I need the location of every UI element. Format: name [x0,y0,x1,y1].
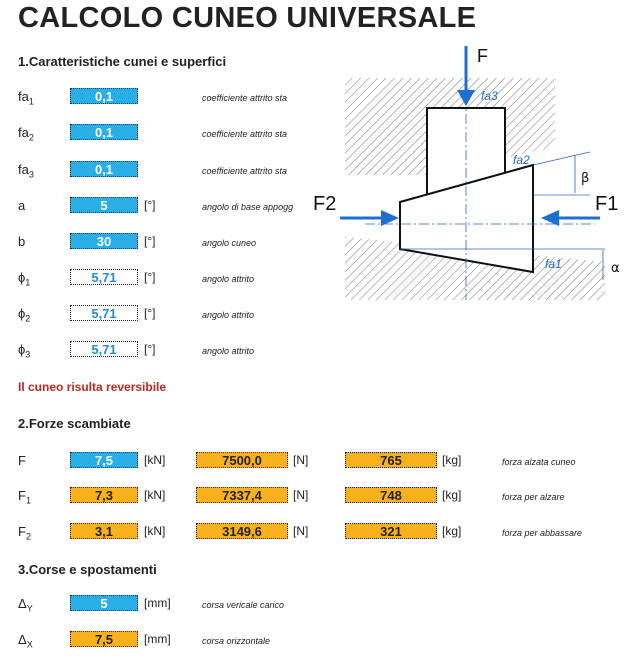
upper-support [345,78,555,175]
reversibility-status: Il cuneo risulta reversibile [18,380,167,394]
force-kn-output: 7,3 [70,487,138,503]
param-output-phi3: 5,71 [70,341,138,357]
param-unit: [°] [144,342,156,356]
force-label: F1 [18,488,31,506]
force-description: forza alzata cuneo [502,457,576,467]
section-heading-wedge-characteristics: 1.Caratteristiche cunei e superfici [18,54,227,69]
force-n-output: 7500,0 [196,452,288,468]
force-label: F [18,453,26,468]
force-kn-unit: [kN] [144,453,166,467]
force-kn-unit: [kN] [144,488,166,502]
lower-support [345,237,605,300]
param-description: angolo attrito [202,346,255,356]
param-label: b [18,234,26,249]
force-n-output: 7337,4 [196,487,288,503]
stroke-output-dx: 7,5 [70,631,138,647]
wedge [399,163,534,274]
label-f2: F2 [313,193,336,215]
force-kn-unit: [kN] [144,524,166,538]
param-output-phi1: 5,71 [70,269,138,285]
force-n-output: 3149,6 [196,523,288,539]
label-alpha: α [611,261,620,276]
force-description: forza per abbassare [502,528,583,538]
stroke-label: ΔY [18,596,33,614]
param-input-b[interactable]: 30 [70,233,138,249]
force-n-unit: [N] [293,453,309,467]
param-label: fa3 [18,162,34,180]
stroke-unit: [mm] [144,632,171,646]
param-label: ϕ1 [18,270,31,288]
param-input-fa3[interactable]: 0,1 [70,161,138,177]
stroke-description: corsa vericale carico [202,600,285,610]
force-kn-input[interactable]: 7,5 [70,452,138,468]
page-title: CALCOLO CUNEO UNIVERSALE [18,2,477,34]
force-description: forza per alzare [502,492,565,502]
stroke-description: corsa orizzontale [202,636,271,646]
param-description: angolo di base appogg [202,202,294,212]
label-f1: F1 [595,193,618,215]
param-label: fa2 [18,125,34,143]
param-unit: [°] [144,234,156,248]
force-f-arrowhead [457,90,475,106]
param-unit: [°] [144,306,156,320]
force-kg-output: 765 [345,452,437,468]
force-kn-output: 3,1 [70,523,138,539]
label-f: F [477,46,488,66]
force-f1-arrowhead [541,210,559,226]
stroke-unit: [mm] [144,596,171,610]
param-description: angolo cuneo [202,238,257,248]
param-description: angolo attrito [202,274,255,284]
label-fa3: fa3 [481,89,498,103]
force-f2-arrowhead [381,210,399,226]
param-input-a[interactable]: 5 [70,197,138,213]
param-description: angolo attrito [202,310,255,320]
label-fa1: fa1 [545,257,562,271]
beta-reference-line [532,151,591,166]
param-description: coefficiente attrito sta [202,166,288,176]
force-kg-output: 321 [345,523,437,539]
force-n-unit: [N] [293,488,309,502]
stroke-label: ΔX [18,632,33,650]
param-output-phi2: 5,71 [70,305,138,321]
wedge-diagram: F fa3 fa2 fa1 F2 F1 β α [313,46,620,300]
section-heading-strokes: 3.Corse e spostamenti [18,562,157,577]
param-input-fa1[interactable]: 0,1 [70,88,138,104]
force-kg-unit: [kg] [442,453,462,467]
stroke-input-dy[interactable]: 5 [70,595,138,611]
label-fa2: fa2 [513,153,530,167]
param-label: fa1 [18,89,34,107]
param-input-fa2[interactable]: 0,1 [70,124,138,140]
force-label: F2 [18,524,31,542]
param-label: ϕ3 [18,342,31,360]
param-unit: [°] [144,270,156,284]
force-n-unit: [N] [293,524,309,538]
force-kg-unit: [kg] [442,524,462,538]
force-kg-output: 748 [345,487,437,503]
param-description: coefficiente attrito sta [202,93,288,103]
param-unit: [°] [144,198,156,212]
param-label: a [18,198,26,213]
param-label: ϕ2 [18,306,31,324]
section-heading-forces: 2.Forze scambiate [18,416,131,431]
force-kg-unit: [kg] [442,488,462,502]
label-beta: β [581,171,589,186]
param-description: coefficiente attrito sta [202,129,288,139]
